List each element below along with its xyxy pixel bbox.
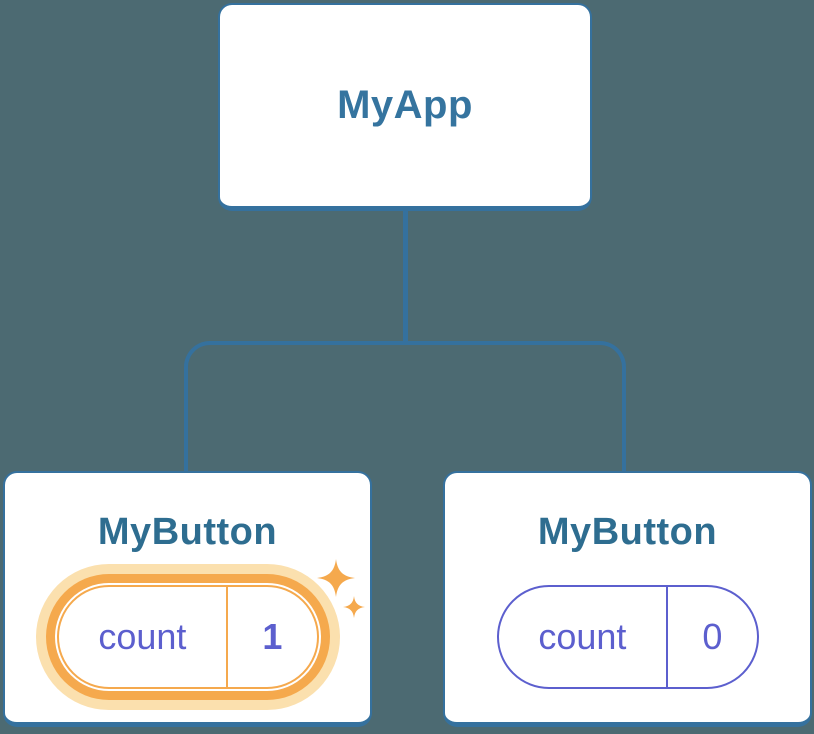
- state-key-label: count: [499, 586, 669, 687]
- state-pill-highlighted: count 1: [56, 584, 319, 689]
- node-mybutton-left: MyButton count 1: [3, 471, 372, 727]
- state-value: 0: [702, 615, 723, 657]
- node-myapp-label: MyApp: [337, 83, 473, 127]
- state-pill: count 0: [496, 584, 759, 689]
- connector-bracket: [184, 341, 626, 471]
- state-value: 1: [262, 615, 283, 657]
- node-mybutton-right-label: MyButton: [537, 511, 718, 553]
- sparkle-icon-large: [317, 559, 355, 597]
- connector-stem: [403, 208, 408, 345]
- state-key-label: count: [59, 586, 229, 687]
- node-mybutton-left-label: MyButton: [97, 511, 278, 553]
- node-myapp: MyApp: [218, 3, 592, 211]
- sparkle-icon-small: [343, 596, 365, 618]
- node-mybutton-right: MyButton count 0: [443, 471, 812, 727]
